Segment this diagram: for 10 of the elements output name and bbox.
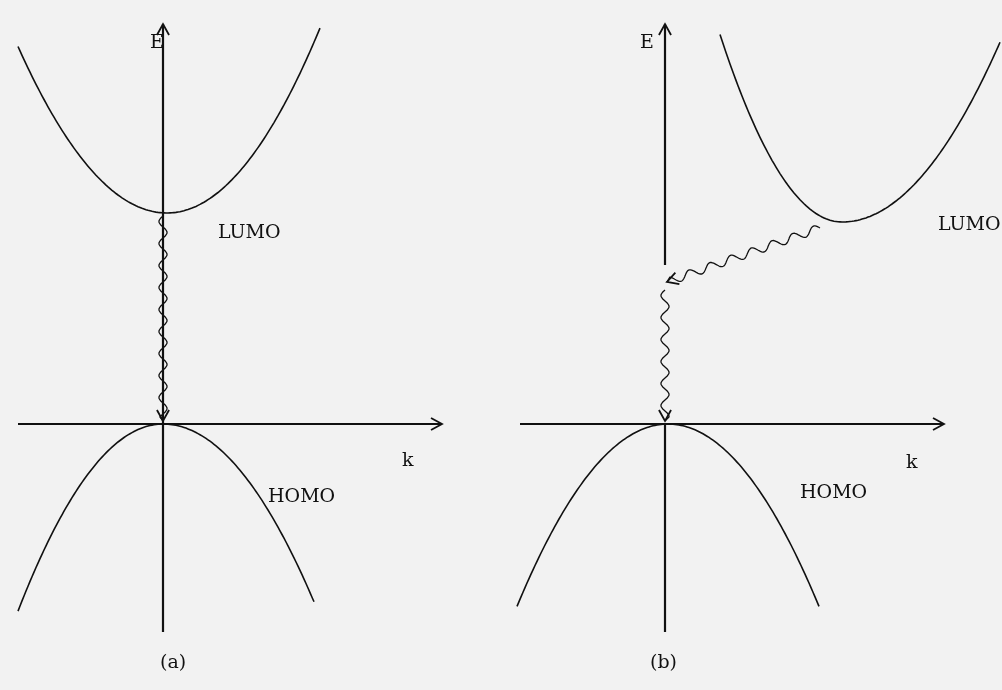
axis-label: k bbox=[906, 452, 918, 471]
axis-label: E bbox=[640, 32, 654, 51]
axis-label: (b) bbox=[650, 652, 677, 671]
axis-label: (a) bbox=[160, 652, 187, 671]
axis-label: k bbox=[402, 450, 414, 469]
axis-label: LUMO bbox=[218, 222, 281, 241]
axis-label: E bbox=[150, 32, 164, 51]
axis-label: HOMO bbox=[268, 486, 336, 505]
axis-label: LUMO bbox=[938, 214, 1001, 233]
axis-label: HOMO bbox=[800, 482, 868, 501]
